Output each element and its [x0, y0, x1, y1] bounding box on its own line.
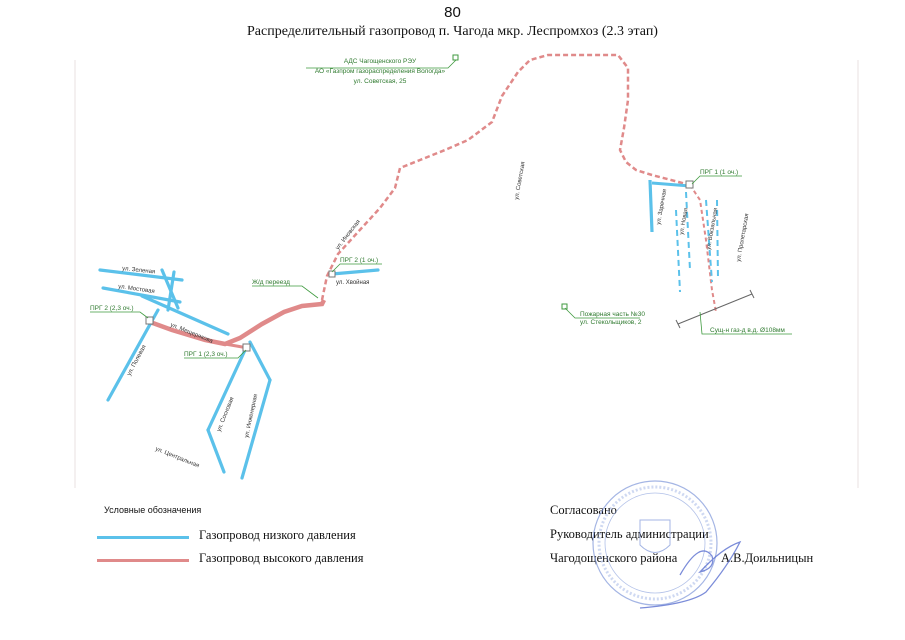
prg1-1-symbol	[685, 180, 694, 189]
pipe-zarechnaya	[648, 179, 654, 233]
pipe-zelenaya	[98, 268, 184, 282]
prg2-23-symbol	[145, 316, 154, 325]
pipe-vokzalnaya-1	[685, 191, 691, 271]
high-pressure-main-solid	[149, 298, 327, 347]
pipe-vokzalnaya-2	[705, 199, 713, 283]
legend-high-swatch	[97, 559, 189, 562]
leader-ads	[306, 59, 457, 69]
leader-prg1-23	[184, 349, 247, 359]
map-title: Распределительный газопровод п. Чагода м…	[247, 24, 658, 39]
pipe-polevaya	[106, 308, 160, 402]
high-pressure-east-dashed	[689, 184, 717, 313]
street-hvoynaya: ул. Хвойная	[336, 279, 369, 286]
ads-label-line1: АДС Чагощенского РЭУ	[344, 58, 417, 65]
pipe-tsentralnaya	[206, 428, 226, 474]
legend-low-label: Газопровод низкого давления	[199, 528, 356, 542]
seal-emblem	[639, 519, 671, 553]
pipe-inzhenernaya-2	[240, 378, 272, 480]
pipe-east-connector	[651, 181, 691, 188]
low-pressure-west	[98, 268, 380, 480]
signature	[639, 540, 742, 609]
page-number: 80	[444, 4, 461, 21]
callout-leaders	[90, 59, 792, 359]
low-pressure-east	[648, 179, 719, 293]
seal-outer-ring	[592, 480, 718, 606]
seal-text-ring	[597, 485, 713, 601]
prg1-23-symbol	[242, 343, 251, 352]
ads-label-line2: АО «Газпром газораспределения Вологда»	[315, 68, 446, 75]
fire-station-marker	[561, 303, 568, 310]
leader-existing	[699, 311, 792, 335]
legend-low-swatch	[97, 536, 189, 539]
leader-prg2-1	[331, 263, 382, 273]
prg2-23-label: ПРГ 2 (2,3 оч.)	[90, 305, 134, 312]
street-mostovaya: ул. Мостовая	[118, 284, 155, 295]
legend-title: Условные обозначения	[104, 505, 202, 515]
pipe-inzhenernaya-1	[248, 340, 272, 382]
prg1-23-label: ПРГ 1 (2,3 оч.)	[184, 351, 228, 358]
pipe-vertical-2	[166, 270, 176, 312]
approval-position: Руководитель администрации	[550, 527, 709, 541]
fire-station-label-line1: Пожарная часть №30	[580, 311, 645, 318]
leader-rail	[252, 285, 319, 299]
existing-pipeline-tick-1	[675, 319, 681, 329]
prg1-1-label: ПРГ 1 (1 оч.)	[700, 169, 738, 176]
existing-pipeline-label: Сущ-н газ-д в.д. Ø108мм	[710, 327, 785, 334]
street-zelenaya: ул. Зеленая	[122, 266, 156, 275]
prg2-1-symbol	[328, 270, 336, 278]
street-novaya: ул. Новая	[679, 208, 690, 236]
legend-high-label: Газопровод высокого давления	[199, 551, 364, 565]
approval-name: А.В.Доильницын	[721, 551, 814, 565]
pipe-sosnovaya	[206, 346, 248, 432]
high-pressure-main-dashed	[320, 53, 691, 301]
seal-inner-ring	[604, 492, 706, 594]
existing-pipeline	[677, 293, 753, 325]
prg2-1-label: ПРГ 2 (1 оч.)	[340, 257, 378, 264]
leader-prg2-23	[90, 311, 149, 319]
fire-station-label-line2: ул. Стекольщиков, 2	[580, 319, 642, 326]
pipe-meshcheryakova	[140, 294, 230, 336]
leader-fire	[564, 307, 640, 319]
rail-crossing-label: Ж/д переезд	[252, 279, 290, 286]
approval-district: Чагодощенского района	[550, 551, 678, 565]
pipe-novaya	[675, 209, 681, 293]
ads-label-line3: ул. Советская, 25	[354, 78, 407, 85]
existing-pipeline-tick-2	[749, 289, 755, 299]
pipe-hvoynaya	[330, 268, 380, 276]
leader-prg1-1	[691, 175, 742, 185]
pipe-proletarskaya	[716, 199, 719, 281]
